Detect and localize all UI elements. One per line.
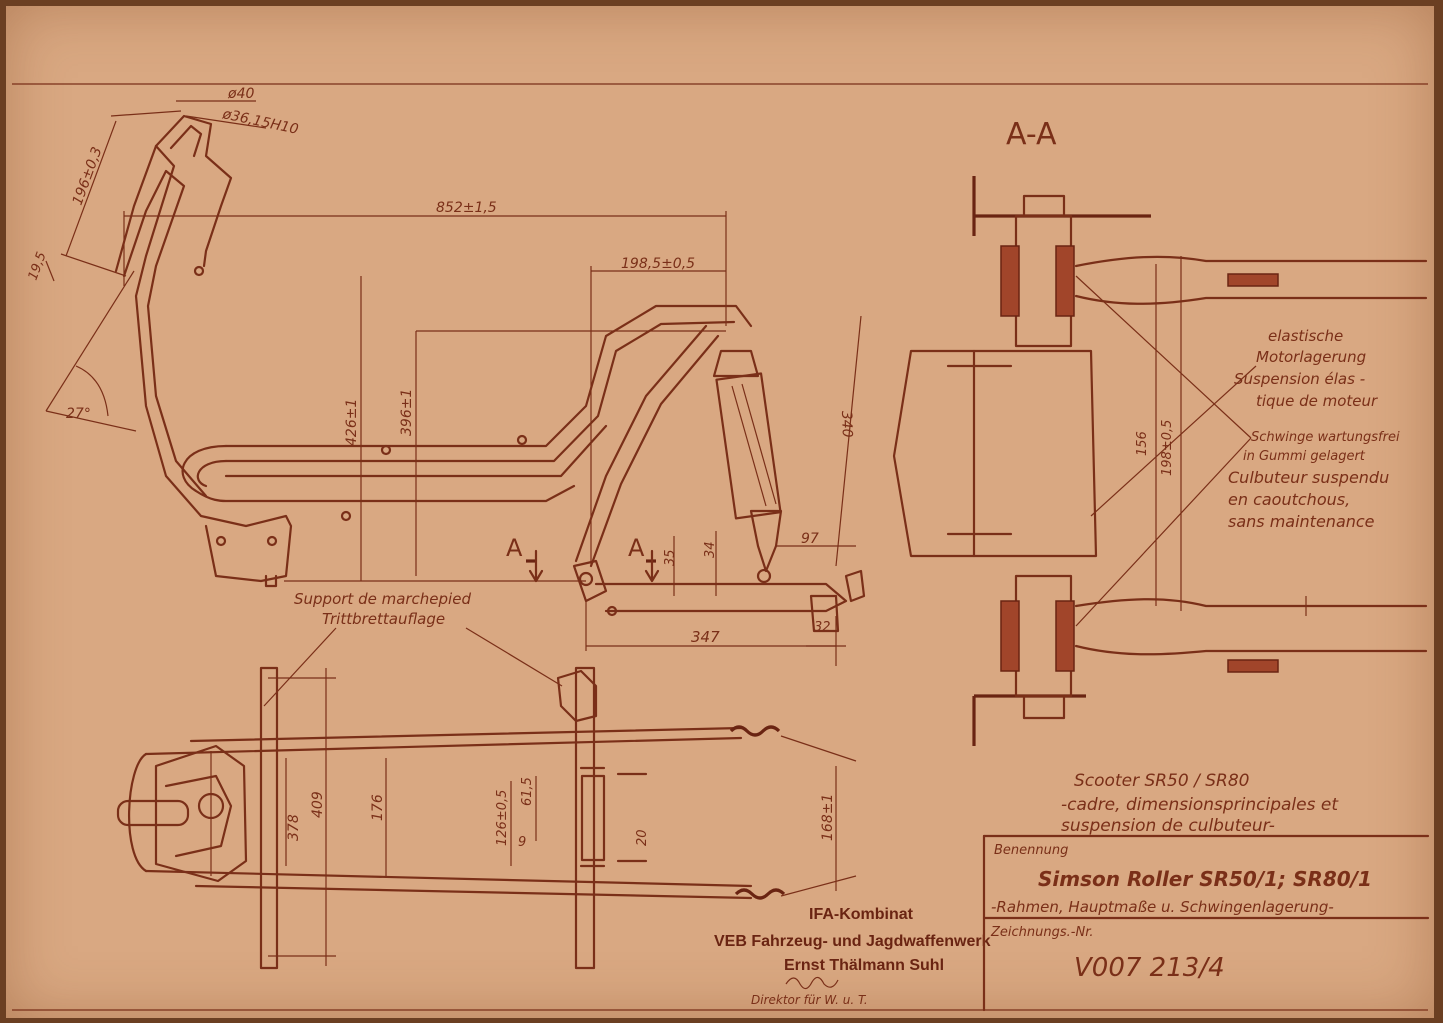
dim-d409: 409 [310, 791, 326, 818]
elastic-mount-note: elastische Motorlagerung Suspension élas… [1234, 327, 1378, 410]
top-view-dimensions: 378 409 176 126±0,5 61,5 9 20 168±1 [268, 668, 837, 966]
title-block: Benennung Simson Roller SR50/1; SR80/1 -… [982, 834, 1430, 1012]
elastic-line1: elastische [1268, 327, 1343, 345]
swing-line1: Schwinge wartungsfrei [1251, 430, 1400, 445]
factory-stamp: IFA-Kombinat VEB Fahrzeug- und Jagdwaffe… [714, 906, 991, 1007]
dim-d20: 20 [635, 829, 650, 846]
top-view-frame [116, 666, 857, 970]
dim-d126: 126±0,5 [495, 790, 510, 846]
spring-lower [734, 888, 786, 900]
dim-d40: ø40 [227, 86, 254, 102]
benennung-label: Benennung [994, 843, 1068, 858]
technical-drawing: A A ø40 ø36,15H10 196±0,3 19,5 27° 852±1… [12, 83, 1430, 1012]
swing-line3: Culbuteur suspendu [1228, 468, 1389, 487]
support-fr-text: Support de marchepied [294, 590, 471, 608]
dim-d9: 9 [518, 835, 526, 850]
dim-d196: 196±0,3 [70, 145, 106, 208]
dim-d168: 168±1 [820, 794, 836, 841]
side-view-frame [114, 114, 866, 633]
dim-d97: 97 [801, 531, 819, 547]
dim-d198: 198±0,5 [1160, 420, 1175, 476]
section-title: A-A [1006, 117, 1057, 152]
dim-d176: 176 [370, 794, 386, 821]
drawing-title: Simson Roller SR50/1; SR80/1 [1038, 867, 1372, 891]
dim-d615: 61,5 [520, 777, 535, 806]
signature [785, 976, 839, 990]
dim-d378: 378 [286, 814, 302, 841]
shock-absorber [712, 349, 783, 573]
dim-d35: 35 [663, 549, 678, 566]
spring-upper [729, 725, 781, 737]
elastic-line3: Suspension élas - [1234, 370, 1365, 388]
zeichnung-label: Zeichnungs.-Nr. [990, 925, 1093, 940]
drawing-subtitle: -Rahmen, Hauptmaße u. Schwingenlagerung- [991, 898, 1334, 916]
dim-d32: 32 [814, 620, 831, 635]
dim-d426: 426±1 [344, 399, 360, 446]
footboard-support-note: Support de marchepied Trittbrettauflage [263, 590, 563, 707]
elastic-line4: tique de moteur [1256, 392, 1378, 410]
stamp-line2: VEB Fahrzeug- und Jagdwaffenwerk [714, 933, 991, 950]
swingarm-note: Schwinge wartungsfrei in Gummi gelagert … [1228, 430, 1400, 531]
support-de-text: Trittbrettauflage [322, 610, 445, 628]
stamp-line1: IFA-Kombinat [809, 906, 914, 923]
stamp-line3: Ernst Thälmann Suhl [784, 957, 944, 974]
section-aa-view: A-A 156 198±0,5 [892, 117, 1428, 746]
scooter-line3: suspension de culbuteur- [1061, 816, 1275, 836]
swing-line5: sans maintenance [1228, 512, 1375, 531]
dim-d34: 34 [703, 541, 718, 558]
swing-line2: in Gummi gelagert [1243, 449, 1366, 464]
scooter-line1: Scooter SR50 / SR80 [1074, 771, 1249, 791]
dim-d36: ø36,15H10 [220, 106, 300, 138]
section-mark-right: A [628, 534, 645, 562]
dim-d852: 852±1,5 [436, 200, 497, 216]
scooter-caption: Scooter SR50 / SR80 -cadre, dimensionspr… [1061, 771, 1339, 836]
dim-d27: 27° [66, 406, 91, 422]
dim-d396: 396±1 [399, 389, 415, 436]
stamp-line4: Direktor für W. u. T. [751, 993, 868, 1007]
dim-d1985: 198,5±0,5 [621, 256, 695, 272]
swing-line4: en caoutchous, [1228, 490, 1350, 509]
side-dimension-labels: ø40 ø36,15H10 196±0,3 19,5 27° 852±1,5 1… [26, 86, 855, 646]
drawing-number: V007 213/4 [1074, 953, 1225, 983]
dim-d347: 347 [691, 628, 720, 646]
drawing-sheet: A A ø40 ø36,15H10 196±0,3 19,5 27° 852±1… [6, 6, 1434, 1018]
scooter-line2: -cadre, dimensionsprincipales et [1061, 795, 1339, 815]
dim-d19: 19,5 [26, 250, 50, 282]
section-marks: A A [506, 534, 660, 583]
elastic-line2: Motorlagerung [1256, 348, 1366, 366]
dim-d156: 156 [1135, 431, 1150, 456]
dim-d340: 340 [838, 411, 855, 438]
section-mark-left: A [506, 534, 523, 562]
